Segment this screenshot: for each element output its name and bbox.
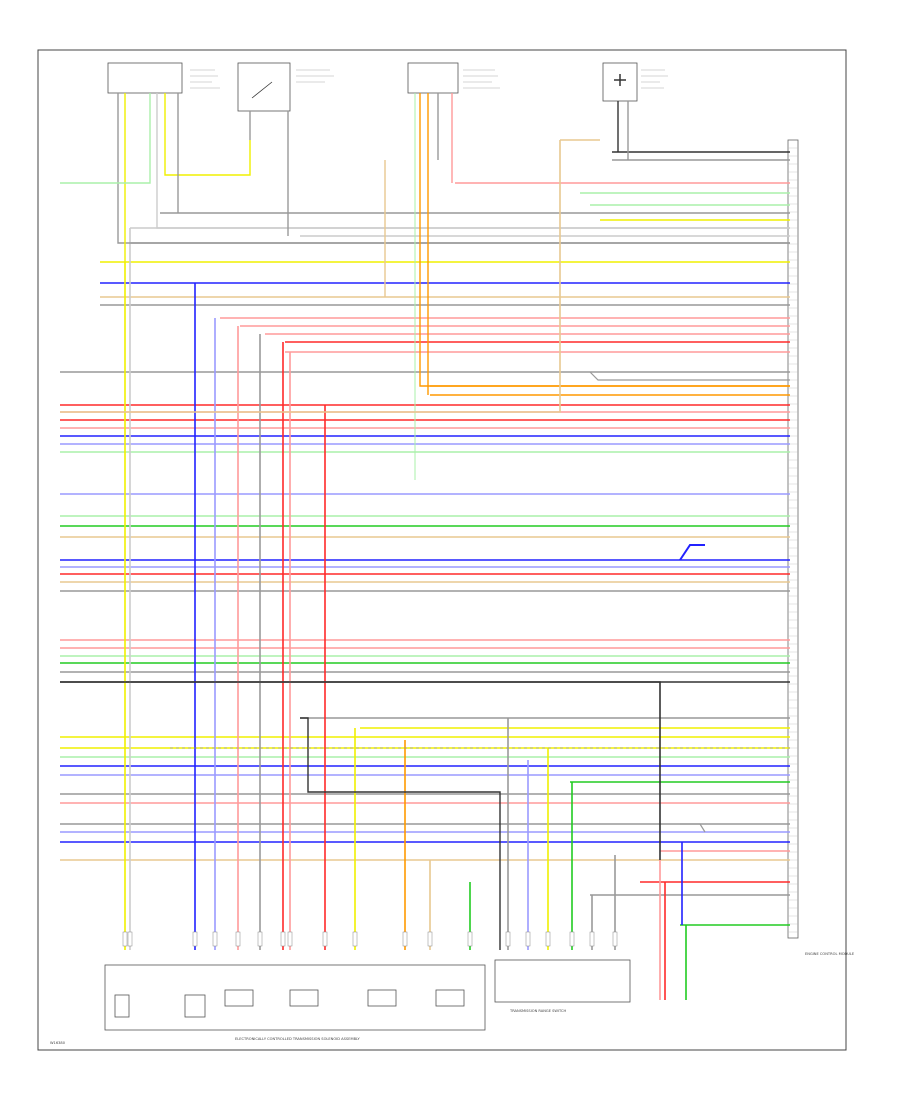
solenoid-2	[184, 994, 206, 1018]
component-sensor-3	[407, 62, 459, 94]
wire-sensor1-lead	[156, 93, 790, 229]
connector-terminal	[427, 931, 433, 947]
ecm-connector: ENGINE CONTROL MODULE	[787, 139, 855, 956]
bottom-components: ELECTRONICALLY CONTROLLED TRANSMISSION S…	[50, 959, 631, 1045]
connector-terminal	[192, 931, 198, 947]
solenoid-assembly-box	[104, 964, 486, 1031]
connector-terminal	[402, 931, 408, 947]
wire-harness	[60, 93, 790, 1000]
component-sensor-4	[602, 62, 638, 102]
connector-terminal	[505, 931, 511, 947]
wire-brown-loop	[60, 140, 561, 413]
wire-splice	[679, 544, 705, 561]
solenoid-6	[435, 989, 465, 1007]
sensor-symbol	[614, 74, 626, 86]
connector-terminal	[122, 931, 128, 947]
connector-terminal	[212, 931, 218, 947]
connector-terminal	[257, 931, 263, 947]
range-switch-box	[494, 959, 631, 1003]
diagram-frame	[37, 49, 847, 1051]
wire-bend	[680, 823, 706, 833]
wire-bend	[300, 717, 501, 950]
connector-terminal	[280, 931, 286, 947]
solenoid-3	[224, 989, 254, 1007]
wire-bend	[60, 681, 661, 860]
ecm-connector-body	[787, 139, 799, 939]
wire-sensor3-lead	[419, 93, 790, 387]
connector-terminal	[127, 931, 133, 947]
ecm-label: ENGINE CONTROL MODULE	[805, 952, 855, 956]
connector-terminal	[589, 931, 595, 947]
component-text-marks	[190, 69, 668, 89]
wire-sensor1-lead	[117, 93, 790, 244]
connector-terminal	[612, 931, 618, 947]
wire-sensor1-lead	[164, 93, 251, 176]
range-switch-label: TRANSMISSION RANGE SWITCH	[509, 1009, 567, 1013]
diagram-id: W16380	[50, 1041, 66, 1045]
ecm-pins	[788, 147, 798, 933]
wire-bend	[589, 371, 790, 381]
connector-terminal	[569, 931, 575, 947]
connector-terminal	[525, 931, 531, 947]
wire-sensor1-lead	[60, 93, 151, 184]
component-switch-2	[237, 62, 291, 112]
solenoid-4	[289, 989, 319, 1007]
switch-symbol	[251, 81, 273, 99]
component-sensor-1	[107, 62, 183, 94]
connector-terminal	[352, 931, 358, 947]
top-components	[107, 62, 668, 112]
connector-terminal	[467, 931, 473, 947]
connector-terminal	[287, 931, 293, 947]
solenoid-5	[367, 989, 397, 1007]
solenoid-assembly-label: ELECTRONICALLY CONTROLLED TRANSMISSION S…	[235, 1037, 361, 1041]
connector-terminal	[545, 931, 551, 947]
connector-terminal	[322, 931, 328, 947]
connector-terminal	[235, 931, 241, 947]
solenoid-1	[114, 994, 130, 1018]
